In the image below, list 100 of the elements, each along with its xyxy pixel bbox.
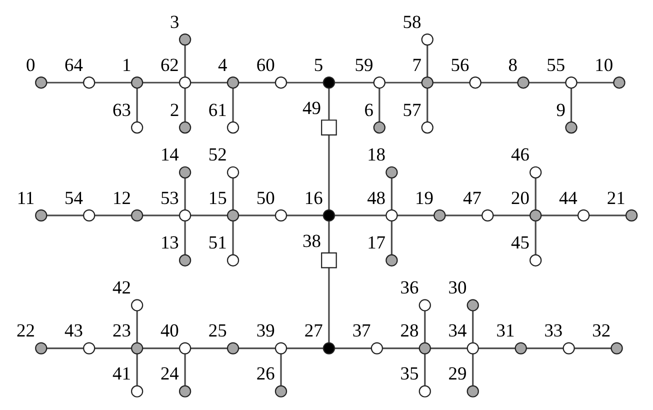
node-circle [565,76,578,89]
node-circle [421,76,434,89]
node-circle [466,342,479,354]
node-label: 9 [556,100,566,120]
node-label: 22 [16,320,35,341]
connector [426,45,428,77]
node-circle [386,209,398,222]
connector [430,348,468,350]
node-circle [469,76,482,89]
node-label: 51 [208,232,227,253]
node-circle [130,76,144,89]
node-label: 60 [256,54,275,75]
node-label: 27 [304,320,323,341]
node-label: 49 [302,98,321,118]
connector [576,82,614,84]
node-label: 17 [367,232,386,253]
connector [136,310,138,342]
node-label: 18 [367,144,386,165]
node-label: 20 [511,188,530,208]
node-label: 62 [160,54,179,75]
connector [334,82,374,84]
node-label: 1 [122,54,132,75]
connector [238,348,276,350]
connector [589,214,626,216]
node-circle [322,342,336,354]
node-circle [83,76,96,89]
node-circle [226,166,240,178]
connector [184,178,186,210]
node-circle [226,76,240,89]
node-label: 7 [412,54,422,75]
node-box [321,120,337,136]
connector [424,310,426,342]
node-circle [373,121,386,134]
node-circle [613,76,626,89]
node-circle [226,121,240,134]
node-label: 52 [208,144,227,165]
connector [528,82,566,84]
node-label: 50 [256,188,275,208]
node-circle [517,76,530,89]
node-label: 3 [170,12,180,32]
node-label: 55 [546,54,566,75]
node-circle [274,209,288,222]
connector [472,310,474,342]
node-label: 31 [496,320,515,341]
node-label: 54 [64,188,83,208]
connector [94,82,132,84]
node-label: 16 [304,188,323,208]
connector [534,221,536,255]
connector [232,88,234,122]
connector [94,348,132,350]
node-circle [530,209,542,222]
connector [190,214,228,216]
node-label: 11 [16,188,35,208]
connector [286,214,324,216]
node-circle [83,342,96,354]
node-label: 32 [592,320,611,341]
node-circle [434,209,446,222]
connector [493,214,530,216]
node-label: 28 [400,320,419,341]
node-label: 15 [208,188,227,208]
node-circle [226,209,240,222]
node-label: 59 [354,54,374,75]
connector [328,221,330,253]
node-circle [466,299,479,312]
node-label: 23 [112,320,131,341]
node-circle [274,76,288,89]
node-circle [530,166,542,178]
connector [94,214,132,216]
connector [445,214,482,216]
node-circle [178,166,192,178]
connector [378,88,380,122]
connector [136,354,138,386]
node-label: 38 [302,230,321,251]
connector [46,82,84,84]
node-label: 63 [112,100,131,120]
node-circle [226,342,240,354]
connector [46,214,84,216]
node-label: 8 [508,54,518,75]
node-circle [83,209,96,222]
node-circle [625,209,638,222]
node-circle [421,33,434,46]
connector [142,82,180,84]
connector [238,82,276,84]
node-label: 36 [400,278,419,298]
node-label: 24 [160,364,179,384]
node-label: 12 [112,188,131,208]
connector [382,348,420,350]
node-circle [322,76,336,89]
connector [46,348,84,350]
connector [570,88,572,122]
node-label: 10 [594,54,614,75]
connector [280,354,282,386]
connector [390,178,392,210]
node-circle [178,254,192,266]
node-label: 5 [314,54,324,75]
node-circle [466,385,479,398]
node-circle [322,209,336,222]
node-label: 41 [112,364,131,384]
node-label: 42 [112,278,131,298]
node-label: 35 [400,364,419,384]
